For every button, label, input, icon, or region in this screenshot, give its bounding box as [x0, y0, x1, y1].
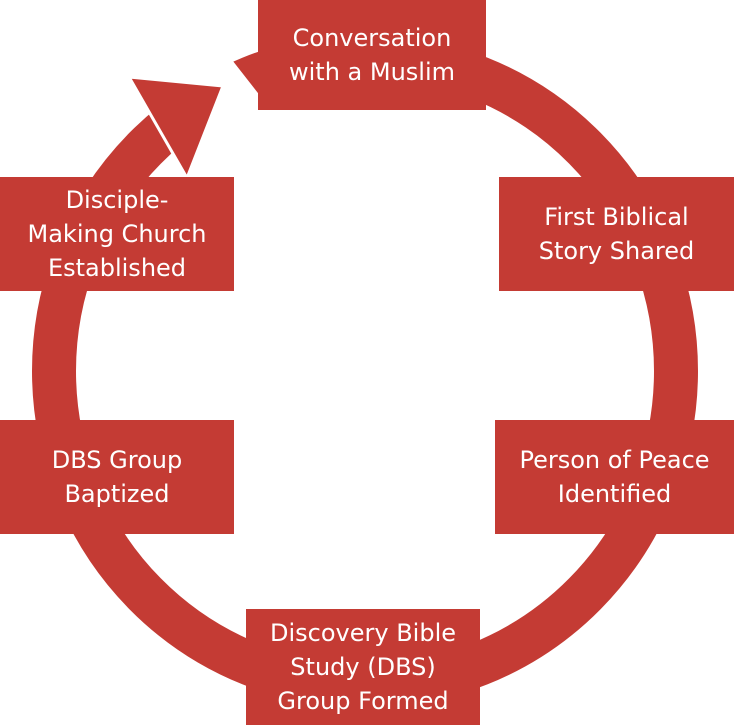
ring-gap [157, 44, 287, 180]
step-dbs-baptized: DBS Group Baptized [0, 420, 234, 534]
step-person-of-peace-label: Person of Peace Identified [519, 446, 710, 508]
step-dbs-formed-label: Discovery Bible Study (DBS) Group Formed [270, 619, 456, 715]
step-person-of-peace: Person of Peace Identified [495, 420, 734, 534]
step-church-established: Disciple- Making Church Established [0, 177, 234, 291]
step-dbs-baptized-label: DBS Group Baptized [51, 446, 183, 508]
cycle-loop-ring [32, 34, 698, 708]
step-conversation: Conversation with a Muslim [258, 0, 486, 110]
step-first-story-label: First Biblical Story Shared [538, 203, 695, 265]
step-conversation-label: Conversation with a Muslim [288, 24, 456, 86]
step-church-established-label: Disciple- Making Church Established [27, 186, 207, 282]
cycle-arrowhead-icon [126, 75, 226, 182]
step-dbs-formed: Discovery Bible Study (DBS) Group Formed [246, 609, 480, 725]
step-first-story: First Biblical Story Shared [499, 177, 734, 291]
